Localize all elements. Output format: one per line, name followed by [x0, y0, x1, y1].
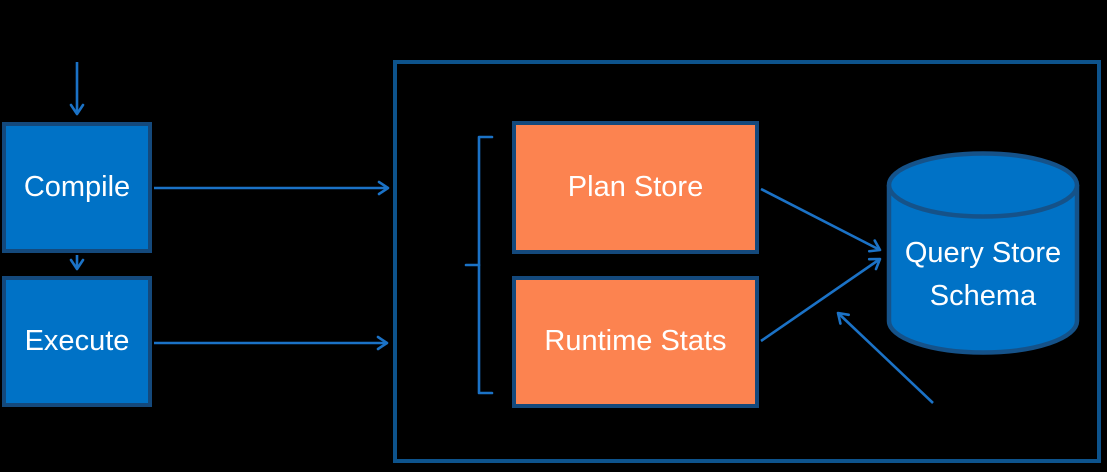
- plan-store-node: Plan Store: [512, 121, 759, 254]
- plan-store-label: Plan Store: [567, 170, 704, 203]
- runtime-stats-label: Runtime Stats: [544, 325, 727, 358]
- query-store-schema-label-line2: Schema: [929, 280, 1037, 312]
- execute-label: Execute: [24, 324, 130, 357]
- runtime-stats-node: Runtime Stats: [512, 276, 759, 408]
- query-store-schema-label: Query Store Schema: [889, 232, 1077, 318]
- compile-node: Compile: [2, 122, 152, 253]
- database-cylinder-icon: [886, 151, 1080, 355]
- cylinder-body: [886, 185, 1080, 355]
- compile-label: Compile: [23, 170, 131, 203]
- cylinder-top: [886, 151, 1080, 219]
- runtime-stats-to-schema-arrow: [760, 257, 882, 343]
- async-write-arrow: [836, 311, 934, 404]
- plan-store-to-schema-arrow: [760, 187, 882, 253]
- query-store-schema-label-line1: Query Store: [904, 237, 1062, 269]
- query-store-boundary-box: [393, 60, 1101, 463]
- execute-node: Execute: [2, 276, 152, 407]
